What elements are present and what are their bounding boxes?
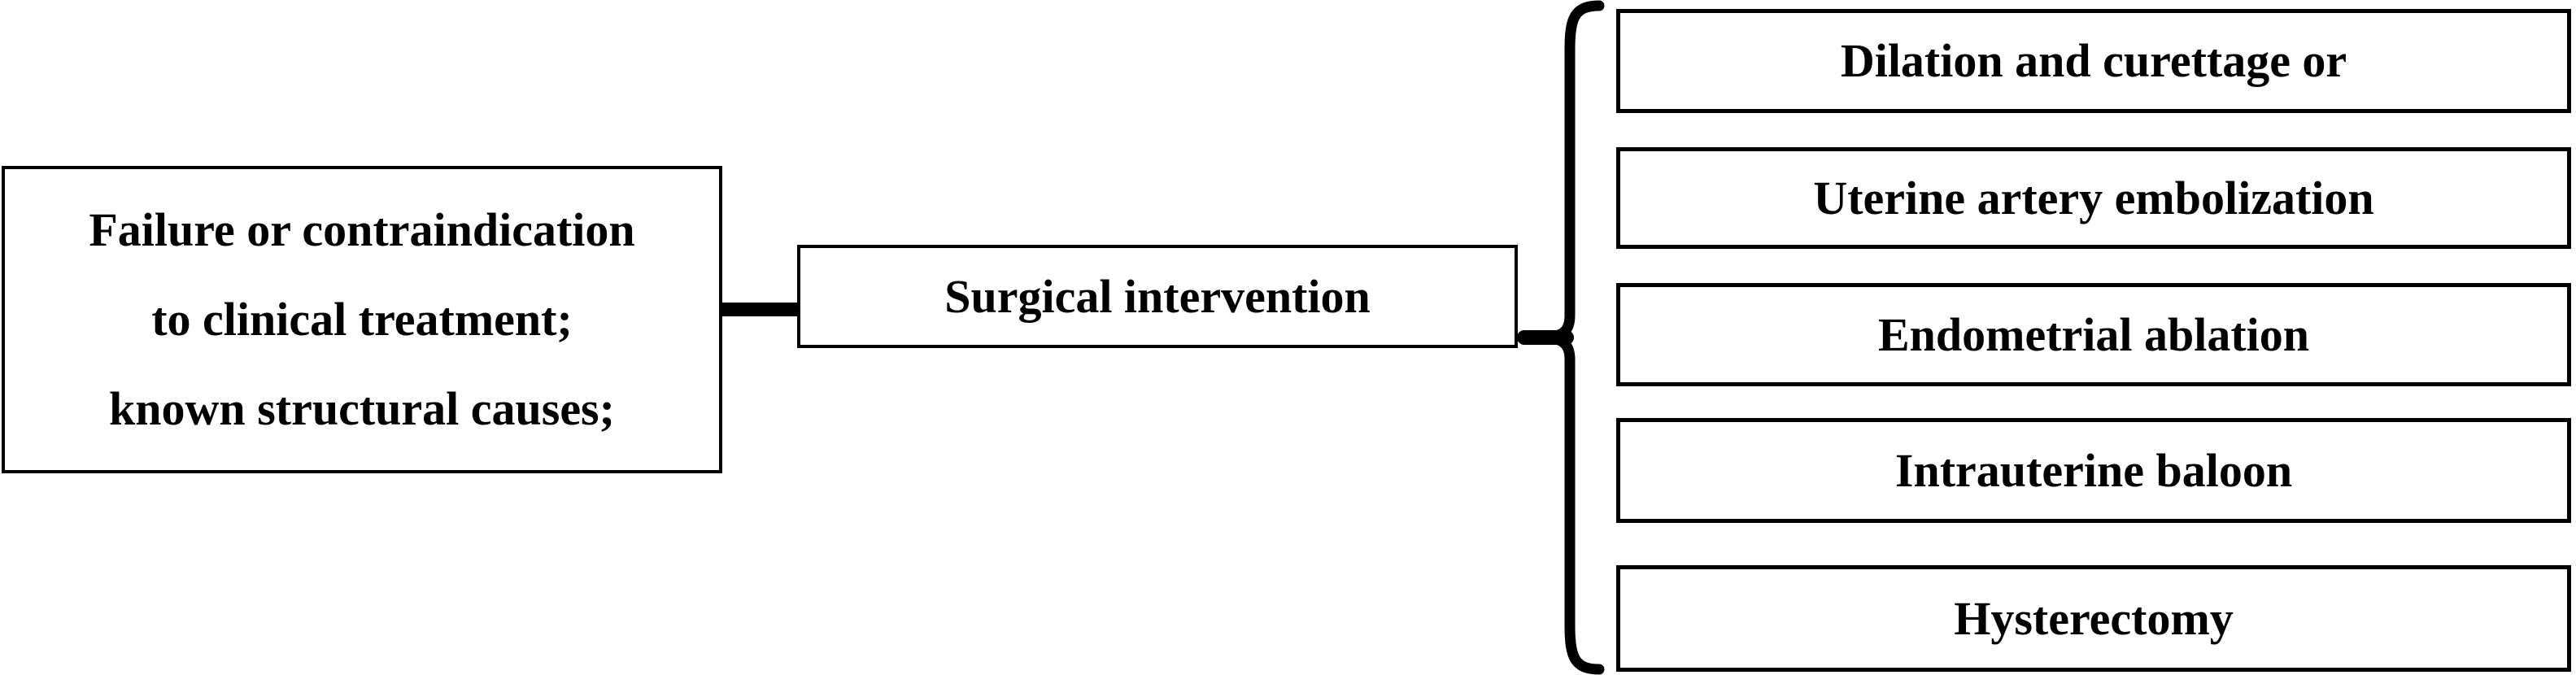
option-box-uterine-artery-embolization: Uterine artery embolization xyxy=(1616,147,2571,249)
option-label: Endometrial ablation xyxy=(1877,307,2310,361)
option-box-endometrial-ablation: Endometrial ablation xyxy=(1616,283,2571,386)
option-box-dilation-curettage: Dilation and curettage or xyxy=(1616,9,2571,113)
option-label: Hysterectomy xyxy=(1954,591,2234,645)
condition-line-1: Failure or contraindication xyxy=(89,203,635,256)
condition-line-3: known structural causes; xyxy=(109,382,615,435)
surgical-intervention-box: Surgical intervention xyxy=(797,245,1518,348)
option-label: Intrauterine baloon xyxy=(1894,443,2293,497)
option-box-hysterectomy: Hysterectomy xyxy=(1616,565,2571,672)
curly-brace-icon xyxy=(1545,0,1605,675)
left-to-middle-connector-line xyxy=(716,303,801,316)
option-label: Dilation and curettage or xyxy=(1840,34,2347,88)
option-box-intrauterine-baloon: Intrauterine baloon xyxy=(1616,418,2571,523)
condition-line-2: to clinical treatment; xyxy=(151,293,573,346)
option-label: Uterine artery embolization xyxy=(1813,171,2374,224)
condition-box: Failure or contraindication to clinical … xyxy=(2,166,722,473)
surgical-intervention-label: Surgical intervention xyxy=(944,269,1371,323)
